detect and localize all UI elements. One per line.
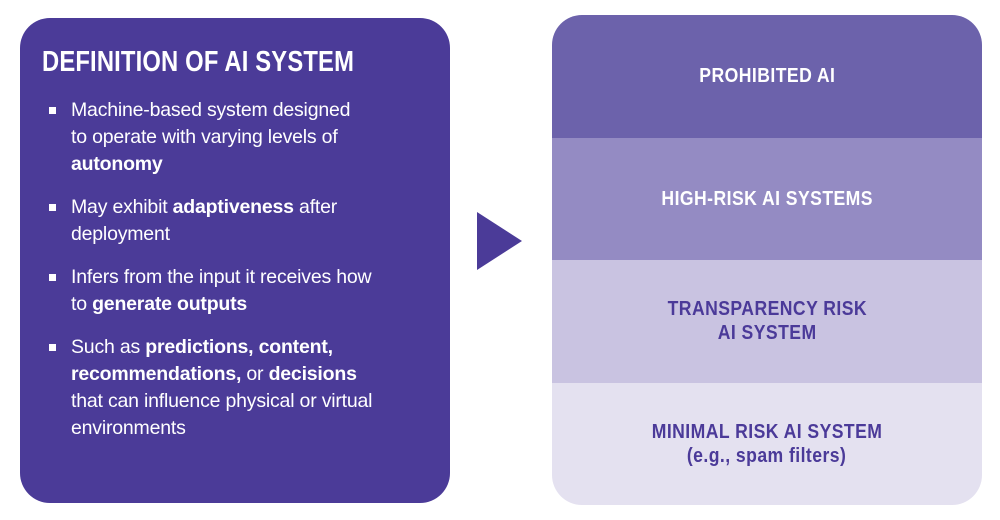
text-segment: Infers from the input it receives how [71,266,372,288]
band-label: HIGH-RISK AI SYSTEMS [661,187,873,210]
text-segment: May exhibit [71,196,173,218]
text-segment: generate outputs [92,293,248,315]
text-segment: decisions [268,363,357,385]
band-transparency-risk-ai-system: TRANSPARENCY RISK AI SYSTEM [552,260,982,383]
square-bullet-icon [49,274,56,281]
bullet-line: that can influence physical or virtual [71,390,373,412]
band-minimal-risk-ai-system: MINIMAL RISK AI SYSTEM (e.g., spam filte… [552,382,982,505]
text-segment: Machine-based system designed [71,99,351,121]
bullet-item-adaptiveness: May exhibit adaptiveness after deploymen… [42,194,432,248]
bullet-line: autonomy [71,153,163,175]
text-segment: adaptiveness [172,196,294,218]
text-segment: that can influence physical or virtual [71,390,373,412]
bullet-item-machine-based: Machine-based system designed to operate… [42,97,432,178]
bullet-text: Machine-based system designed to operate… [71,97,350,178]
bullet-text: May exhibit adaptiveness after deploymen… [71,194,337,248]
band-label-line-1: MINIMAL RISK AI SYSTEM [651,420,883,443]
bullet-line: deployment [71,223,170,245]
square-bullet-icon [49,344,56,351]
band-label-line-2: AI SYSTEM [717,322,817,345]
band-label-line-2: (e.g., spam filters) [687,444,847,467]
bullet-text: Infers from the input it receives how to… [71,264,372,318]
square-bullet-icon [49,107,56,114]
text-segment: to operate with varying levels of [71,126,338,148]
band-label: PROHIBITED AI [698,65,836,88]
bullet-line: to generate outputs [71,293,247,315]
band-prohibited-ai: PROHIBITED AI [552,15,982,138]
bullet-line: to operate with varying levels of [71,126,338,148]
bullet-line: Such as predictions, content, [71,336,333,358]
bullet-text: Such as predictions, content, recommenda… [71,334,373,442]
text-segment: to [71,293,93,315]
arrow-right-icon [477,212,522,270]
bullet-line: Infers from the input it receives how [71,266,372,288]
text-segment: predictions, content, [145,336,333,358]
bullet-line: environments [71,417,186,439]
definition-card: DEFINITION OF AI SYSTEM Machine-based sy… [20,18,450,503]
definition-title: DEFINITION OF AI SYSTEM [42,46,355,78]
square-bullet-icon [49,204,56,211]
risk-tier-panel: PROHIBITED AI HIGH-RISK AI SYSTEMS TRANS… [552,15,982,505]
band-label-line-1: TRANSPARENCY RISK [667,298,867,321]
bullet-item-outputs: Such as predictions, content, recommenda… [42,334,432,442]
definition-bullet-list: Machine-based system designed to operate… [42,97,432,442]
bullet-line: Machine-based system designed [71,99,350,121]
text-segment: environments [71,417,186,439]
text-segment: recommendations, [71,363,242,385]
band-high-risk-ai-systems: HIGH-RISK AI SYSTEMS [552,137,982,260]
text-segment: after [293,196,338,218]
bullet-line: recommendations, or decisions [71,363,357,385]
text-segment: autonomy [71,153,163,175]
text-segment: or [241,363,269,385]
text-segment: Such as [71,336,146,358]
bullet-line: May exhibit adaptiveness after [71,196,337,218]
text-segment: deployment [71,223,170,245]
bullet-item-infers: Infers from the input it receives how to… [42,264,432,318]
